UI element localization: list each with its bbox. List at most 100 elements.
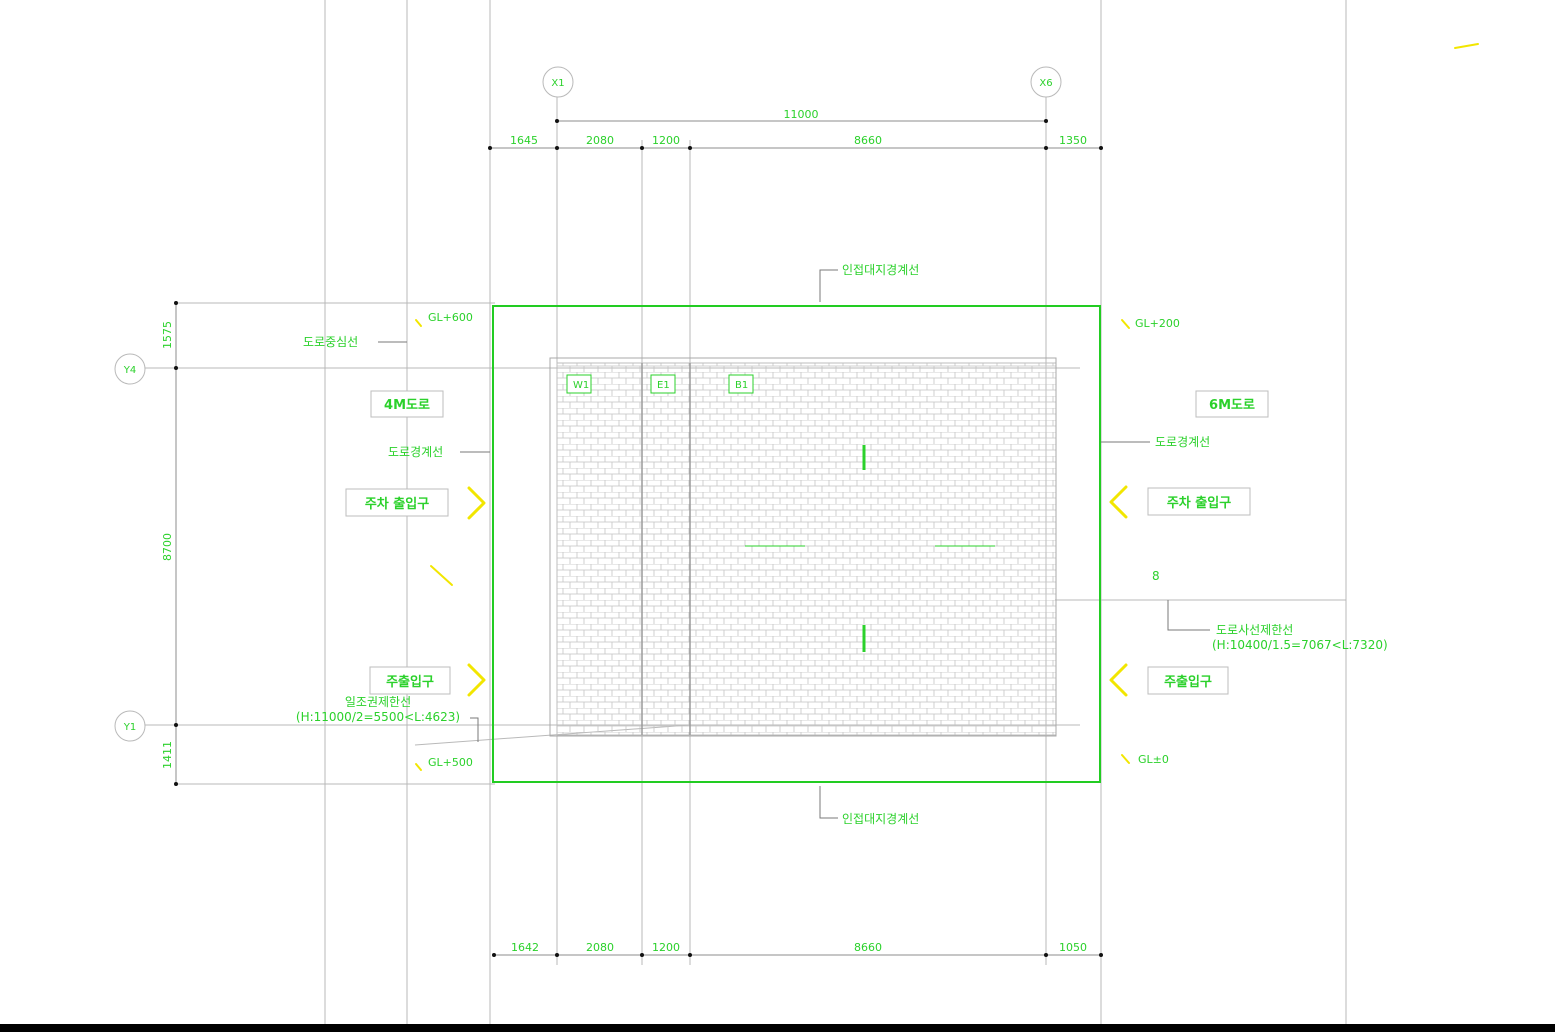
room-tag-1	[566, 374, 592, 394]
setback-left-label-2: (H:11000/2=5500<L:4623)	[296, 710, 460, 724]
dim-left-1: 8700	[161, 533, 174, 561]
dimension-tick-icon	[640, 146, 644, 150]
dim-top-3: 8660	[854, 134, 882, 147]
axis-marker-x1: X1	[542, 66, 574, 98]
room-label-1: W1	[573, 380, 589, 391]
dimension-tick-icon	[174, 782, 178, 786]
tile-zone-1	[556, 362, 643, 736]
bottom-bar	[0, 1024, 1555, 1032]
circle-axis-marker-icon	[542, 66, 574, 98]
setback-right-label-1: 도로사선제한선	[1216, 623, 1293, 637]
axis-marker-x6: X6	[1030, 66, 1062, 98]
axis-label-x6: X6	[1039, 78, 1052, 89]
parking-left-box	[345, 488, 449, 517]
dim-top-1: 2080	[586, 134, 614, 147]
chevron-arrow-icon	[467, 486, 486, 520]
right-road-label: 6M도로	[1209, 398, 1255, 413]
tile-zone-3	[689, 362, 1057, 736]
parking-left-label: 주차 출입구	[365, 496, 429, 512]
yellow-mark-4	[1121, 754, 1130, 764]
dim-top-total: 11000	[784, 108, 819, 121]
leader-bottom-boundary	[819, 786, 838, 819]
room-label-3: B1	[735, 380, 748, 391]
dimension-tick-icon	[174, 366, 178, 370]
room-labels: W1 E1 B1	[566, 374, 995, 652]
dimension-tick-icon	[555, 119, 559, 123]
dim-top-0: 1645	[510, 134, 538, 147]
left-road-label: 4M도로	[384, 398, 430, 413]
right-mark-label: 8	[1152, 569, 1160, 583]
entry-arrows	[467, 485, 1128, 697]
dimension-tick-icon	[488, 146, 492, 150]
parking-right-box	[1147, 487, 1251, 516]
site-boundary	[492, 305, 1101, 783]
level-bottom-left: GL+500	[428, 756, 473, 769]
dimension-tick-icon	[1044, 146, 1048, 150]
building-footprint	[549, 357, 1057, 737]
dimension-tick-icon	[688, 146, 692, 150]
dim-top-4: 1350	[1059, 134, 1087, 147]
yellow-marks	[415, 43, 1479, 771]
dimension-tick-icon	[688, 953, 692, 957]
entry-right-box	[1147, 666, 1229, 695]
dimension-tick-icon	[492, 953, 496, 957]
top-dimensions: 11000 1645 2080 1200 8660 1350	[488, 108, 1103, 150]
dim-bottom-2: 1200	[652, 941, 680, 954]
room-tag-2	[650, 374, 676, 394]
road-center-label: 도로중심선	[303, 335, 358, 349]
yellow-mark-3	[415, 763, 422, 771]
entry-left-label: 주출입구	[386, 674, 434, 690]
dim-top-2: 1200	[652, 134, 680, 147]
yellow-mark-5	[430, 565, 453, 586]
dimension-tick-icon	[640, 953, 644, 957]
right-road-boundary-label: 도로경계선	[1155, 435, 1210, 449]
entry-left-box	[369, 666, 451, 695]
dimension-tick-icon	[1099, 146, 1103, 150]
leader-top-boundary	[819, 269, 838, 302]
circle-axis-marker-icon	[1030, 66, 1062, 98]
axis-label-x1: X1	[551, 78, 564, 89]
dimension-tick-icon	[555, 953, 559, 957]
dimension-tick-icon	[1099, 953, 1103, 957]
yellow-mark-6	[1454, 43, 1479, 49]
axis-marker-y1: Y1	[114, 710, 146, 742]
axis-label-y4: Y4	[123, 365, 136, 376]
entry-right-label: 주출입구	[1164, 674, 1212, 690]
circle-axis-marker-icon	[114, 353, 146, 385]
dimension-tick-icon	[1044, 119, 1048, 123]
dim-bottom-0: 1642	[511, 941, 539, 954]
left-road-box	[370, 390, 444, 418]
dim-bottom-3: 8660	[854, 941, 882, 954]
boxed-labels: 4M도로 6M도로 주차 출입구 주차 출입구 주출입구 주출입구	[345, 390, 1269, 695]
tile-zone-2	[641, 362, 691, 736]
leader-setback-left	[470, 717, 479, 742]
axis-label-y1: Y1	[123, 722, 136, 733]
setback-right-label-2: (H:10400/1.5=7067<L:7320)	[1212, 638, 1388, 652]
level-top-right: GL+200	[1135, 317, 1180, 330]
boundary-callouts	[378, 269, 1210, 819]
dimension-tick-icon	[555, 146, 559, 150]
room-label-2: E1	[657, 380, 670, 391]
bottom-dimensions: 1642 2080 1200 8660 1050	[492, 941, 1103, 957]
yellow-mark-2	[1121, 319, 1130, 329]
left-road-boundary-label: 도로경계선	[388, 445, 443, 459]
chevron-arrow-icon	[467, 663, 486, 697]
bottom-boundary-label: 인접대지경계선	[842, 812, 919, 826]
dim-bottom-4: 1050	[1059, 941, 1087, 954]
yellow-mark-1	[415, 319, 422, 327]
axis-marker-y4: Y4	[114, 353, 146, 385]
axis-markers: X1 X6 Y4 Y1	[114, 66, 1062, 742]
dim-left-0: 1575	[161, 321, 174, 349]
dim-left-2: 1411	[161, 741, 174, 769]
left-dimensions: 1575 8700 1411	[161, 301, 178, 786]
chevron-arrow-icon	[1109, 485, 1128, 519]
parking-right-label: 주차 출입구	[1167, 495, 1231, 511]
level-top-left: GL+600	[428, 311, 473, 324]
circle-axis-marker-icon	[114, 710, 146, 742]
leader-setback-right	[1167, 600, 1210, 631]
chevron-arrow-icon	[1109, 663, 1128, 697]
top-boundary-label: 인접대지경계선	[842, 263, 919, 277]
dimension-tick-icon	[174, 301, 178, 305]
